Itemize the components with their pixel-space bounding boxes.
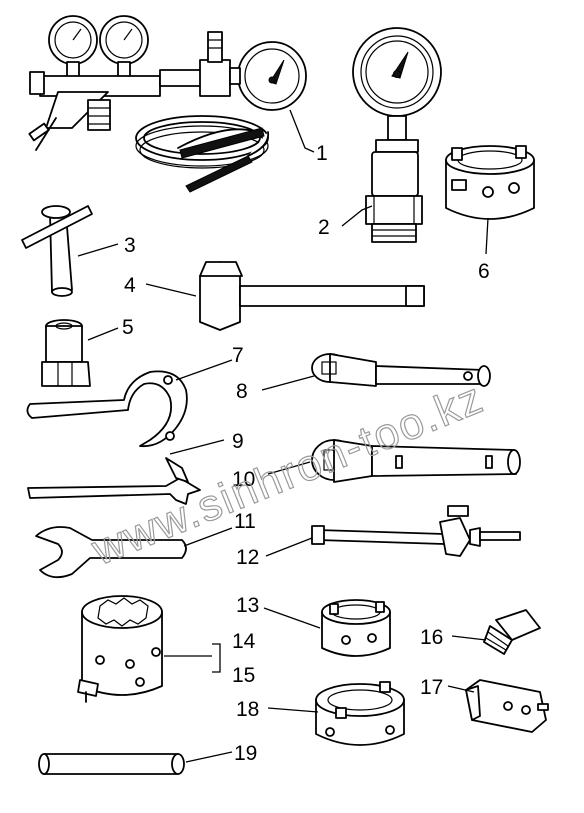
callout-5: 5 [122, 316, 134, 339]
tool-8-socket-tube [261, 353, 491, 391]
callout-10: 10 [232, 468, 255, 491]
callout-14: 14 [232, 630, 256, 653]
tool-4-square-bar [145, 261, 425, 331]
tool-14-15-splined-socket [77, 595, 221, 703]
tool-2-pressure-gauge [341, 27, 442, 243]
callout-11: 11 [234, 510, 256, 533]
callout-16: 16 [420, 626, 443, 649]
callout-13: 13 [236, 594, 259, 617]
tool-1-pressure-regulator-set [28, 15, 315, 193]
tool-11-open-end-wrench [35, 526, 233, 579]
callout-8: 8 [236, 380, 248, 403]
callout-2: 2 [318, 216, 330, 239]
callout-18: 18 [236, 698, 259, 721]
tool-5-hex-adaptor [41, 319, 119, 387]
tool-17-hex-socket [447, 679, 549, 733]
callout-9: 9 [232, 430, 244, 453]
tool-19-plain-tube [38, 751, 233, 775]
callout-15: 15 [232, 664, 255, 687]
tool-10-large-socket [267, 439, 521, 483]
tool-13-slotted-ring [263, 599, 391, 657]
callout-3: 3 [124, 234, 136, 257]
callout-12: 12 [236, 546, 259, 569]
tool-7-hook-spanner [26, 359, 233, 448]
callout-17: 17 [420, 676, 443, 699]
tool-16-threaded-adaptor [451, 609, 541, 655]
tool-18-flat-ring [267, 681, 405, 746]
callout-1: 1 [316, 142, 328, 165]
callout-19: 19 [234, 742, 257, 765]
tool-9-pin-spanner [27, 439, 225, 505]
tool-6-slotted-ring [445, 145, 535, 255]
callout-6: 6 [478, 260, 490, 283]
callout-4: 4 [124, 274, 136, 297]
callout-7: 7 [232, 344, 244, 367]
tool-3-t-handle-tube [21, 205, 119, 297]
tool-12-puller-bar [265, 505, 521, 557]
